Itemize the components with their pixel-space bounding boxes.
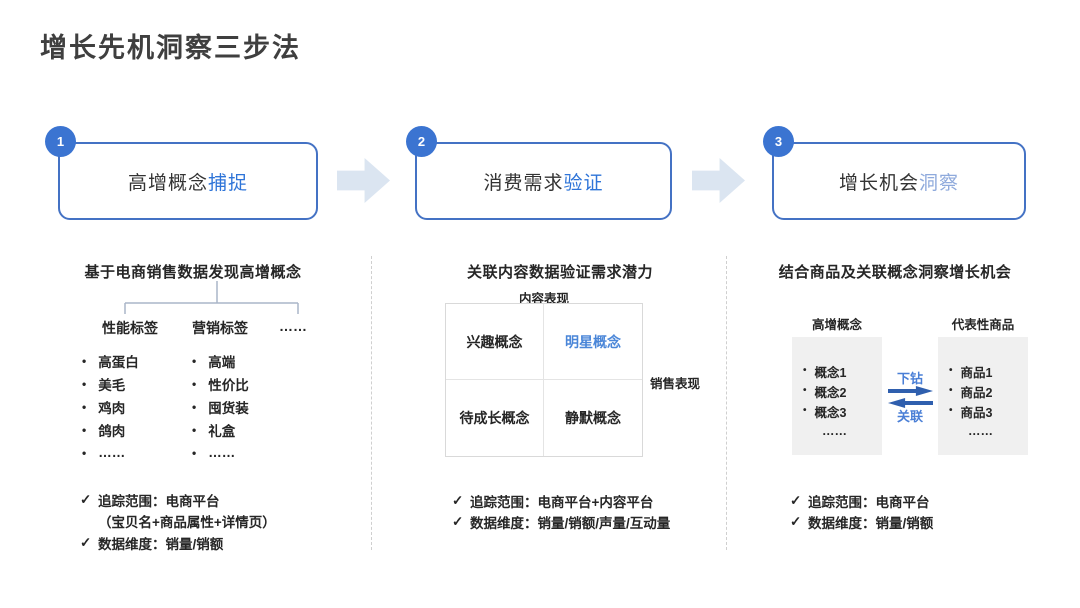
column-divider	[371, 256, 372, 550]
list-item: •概念2	[803, 385, 847, 400]
flow-arrow-icon	[337, 158, 390, 203]
bullet-icon: •	[803, 365, 807, 376]
step-1-box: 高增概念捕捉	[58, 142, 318, 220]
matrix-cell: 明星概念	[544, 304, 642, 380]
step-3-title: 增长机会洞察	[838, 172, 960, 194]
bullet-icon: •	[192, 399, 197, 414]
col1-group-b-label: 营销标签	[192, 320, 248, 336]
arrow-right-icon	[888, 386, 933, 396]
check-icon: ✓	[80, 534, 92, 550]
column-divider	[726, 256, 727, 550]
bullet-icon: •	[192, 353, 197, 368]
col2-header: 关联内容数据验证需求潜力	[466, 264, 653, 281]
left-panel-label: 高增概念	[811, 318, 862, 332]
bullet-icon: •	[82, 422, 87, 437]
col1-notes: ✓追踪范围：电商平台 （宝贝名+商品属性+详情页） ✓数据维度：销量/销额	[80, 489, 276, 554]
note-line: ✓追踪范围：电商平台	[80, 491, 220, 509]
list-item: •高端	[192, 353, 236, 370]
list-item: •……	[82, 445, 126, 460]
list-item: •囤货装	[192, 399, 249, 416]
matrix-cell: 待成长概念	[446, 380, 544, 456]
matrix-cell: 静默概念	[565, 410, 621, 426]
list-item: •……	[192, 445, 236, 460]
col1-group-b-list: •高端 •性价比 •囤货装 •礼盒 •……	[192, 349, 249, 464]
bullet-icon: •	[803, 385, 807, 396]
col1-header: 基于电商销售数据发现高增概念	[84, 264, 302, 281]
list-item: •概念3	[803, 405, 847, 420]
col1-group-a-list: •高蛋白 •美毛 •鸡肉 •鸽肉 •……	[82, 349, 139, 464]
matrix-cell: 兴趣概念	[446, 304, 544, 380]
matrix-right-axis-label: 销售表现	[649, 377, 700, 391]
page-title: 增长先机洞察三步法	[40, 33, 301, 63]
col3-header: 结合商品及关联概念洞察增长机会	[778, 264, 1012, 281]
note-line: ✓追踪范围：电商平台+内容平台	[452, 492, 654, 510]
list-item: •概念1	[803, 365, 847, 380]
list-item: •鸡肉	[82, 399, 126, 416]
list-item: •鸽肉	[82, 422, 126, 439]
bullet-icon: •	[949, 405, 953, 416]
arrow-left-icon	[888, 398, 933, 408]
drill-down-label: 下钻	[896, 371, 923, 386]
matrix-top-axis-label: 内容表现	[518, 292, 569, 306]
tree-connector-lines	[124, 281, 299, 314]
product-panel: •商品1 •商品2 •商品3 ……	[938, 337, 1028, 455]
concept-matrix: 兴趣概念 明星概念 待成长概念 静默概念	[445, 303, 643, 457]
right-panel-label: 代表性商品	[951, 318, 1015, 332]
step-2-title: 消费需求验证	[483, 172, 604, 194]
list-item: •商品2	[949, 385, 993, 400]
list-item: •美毛	[82, 376, 126, 393]
bullet-icon: •	[82, 445, 87, 460]
bullet-icon: •	[192, 422, 197, 437]
step-1-number-badge: 1	[45, 126, 76, 157]
bullet-icon: •	[82, 353, 87, 368]
step-2-box: 消费需求验证	[415, 142, 672, 220]
step-1-title: 高增概念捕捉	[127, 172, 249, 194]
check-icon: ✓	[790, 492, 802, 508]
check-icon: ✓	[80, 491, 92, 507]
check-icon: ✓	[452, 492, 464, 508]
col3-notes: ✓追踪范围：电商平台 ✓数据维度：销量/销额	[790, 490, 933, 533]
col1-group-c-label: ……	[279, 318, 307, 334]
note-line: （宝贝名+商品属性+详情页）	[98, 515, 276, 531]
bullet-icon: •	[82, 399, 87, 414]
note-line: ✓追踪范围：电商平台	[790, 492, 930, 510]
bullet-icon: •	[949, 365, 953, 376]
list-item: •礼盒	[192, 422, 236, 439]
col2-notes: ✓追踪范围：电商平台+内容平台 ✓数据维度：销量/销额/声量/互动量	[452, 490, 670, 533]
check-icon: ✓	[452, 514, 464, 530]
list-item: •商品3	[949, 405, 993, 420]
check-icon: ✓	[790, 514, 802, 530]
list-item: ……	[968, 424, 993, 438]
note-line: ✓数据维度：销量/销额	[80, 534, 224, 552]
bullet-icon: •	[803, 405, 807, 416]
list-item: ……	[822, 424, 847, 438]
associate-label: 关联	[896, 409, 923, 424]
bullet-icon: •	[82, 376, 87, 391]
step-3-box: 增长机会洞察	[772, 142, 1026, 220]
concept-panel: •概念1 •概念2 •概念3 ……	[792, 337, 882, 455]
list-item: •商品1	[949, 365, 993, 380]
list-item: •高蛋白	[82, 353, 139, 370]
bullet-icon: •	[949, 385, 953, 396]
flow-arrow-icon	[692, 158, 745, 203]
step-3-number-badge: 3	[763, 126, 794, 157]
bullet-icon: •	[192, 445, 197, 460]
bullet-icon: •	[192, 376, 197, 391]
step-2-number-badge: 2	[406, 126, 437, 157]
note-line: ✓数据维度：销量/销额/声量/互动量	[452, 514, 671, 532]
list-item: •性价比	[192, 376, 249, 393]
col1-group-a-label: 性能标签	[102, 320, 158, 336]
note-line: ✓数据维度：销量/销额	[790, 514, 934, 532]
